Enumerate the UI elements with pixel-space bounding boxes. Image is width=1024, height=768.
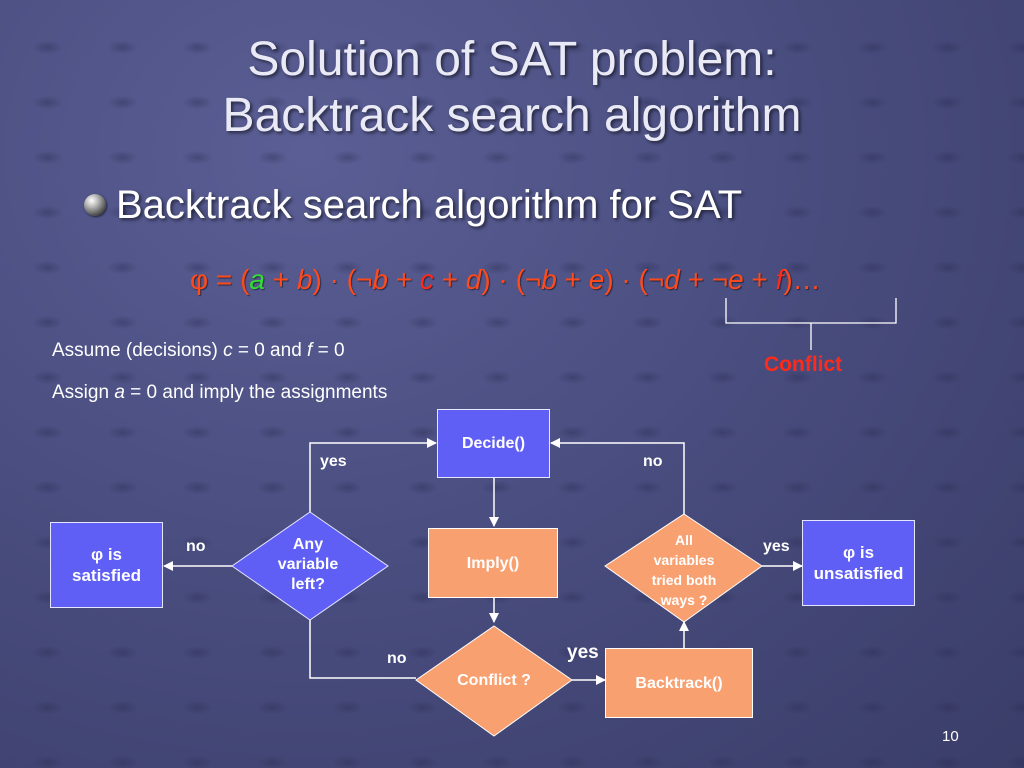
assume-part: Assume (decisions): [52, 340, 224, 361]
formula-part: +: [264, 264, 297, 295]
assume-part: = 0: [312, 340, 345, 361]
all-variables-line-1: All: [675, 532, 693, 548]
conflict-question-label: Conflict ?: [457, 672, 531, 689]
formula-var-a: a: [249, 264, 265, 295]
all-variables-line-2: variables: [653, 552, 715, 568]
formula-var-f: f: [775, 264, 784, 295]
assume-text: Assume (decisions) c = 0 and f = 0: [52, 340, 345, 362]
formula-part: +: [433, 264, 466, 295]
formula-part: φ = (: [190, 264, 250, 295]
backtrack-node: Backtrack(): [605, 648, 753, 718]
page-number: 10: [942, 728, 959, 745]
formula-var-b: b: [541, 264, 557, 295]
bullet-sphere-icon: [84, 194, 106, 216]
any-variable-line-1: Any: [292, 536, 324, 553]
assume-part: = 0 and: [232, 340, 308, 361]
formula-var-d: d: [664, 264, 680, 295]
imply-node: Imply(): [428, 528, 558, 598]
assign-var-a: a: [114, 382, 125, 403]
conflict-question-text: Conflict ?: [434, 671, 554, 691]
edge-label-no-conflict: no: [387, 650, 407, 667]
diamond-conflict: [415, 625, 573, 737]
any-variable-text: Any variable left?: [258, 535, 358, 595]
edge-label-no-satisfied: no: [186, 538, 206, 555]
backtrack-node-label: Backtrack(): [635, 674, 723, 692]
formula-part: +: [387, 264, 420, 295]
satisfied-node: φ is satisfied: [50, 522, 163, 608]
satisfied-line-1: φ is: [90, 545, 123, 564]
conflict-bracket: [725, 298, 897, 324]
diamond-all-variables: [604, 513, 763, 623]
diamond-any-variable: [231, 511, 389, 621]
assume-var-f: f: [307, 340, 313, 361]
cnf-formula: φ = (a + b) · (¬b + c + d) · (¬b + e) · …: [190, 263, 821, 297]
conflict-label: Conflict: [764, 353, 843, 376]
bullet-item: Backtrack search algorithm for SAT: [84, 182, 742, 228]
unsatisfied-node: φ is unsatisfied: [802, 520, 915, 606]
formula-part: +: [556, 264, 589, 295]
formula-var-d: d: [465, 264, 482, 295]
edge-conflict-anyvar: [309, 620, 416, 679]
assume-var-c: c: [223, 340, 233, 361]
any-variable-line-3: left?: [291, 576, 325, 593]
assign-part: = 0 and imply the assignments: [124, 382, 388, 403]
formula-part: ) · (¬: [604, 264, 665, 295]
formula-part: )…: [783, 264, 821, 295]
formula-part: +: [743, 264, 776, 295]
formula-var-e: e: [728, 264, 744, 295]
all-variables-line-4: ways ?: [660, 592, 708, 608]
assign-text: Assign a = 0 and imply the assignments: [52, 382, 387, 404]
title-line-1: Solution of SAT problem:: [247, 33, 777, 86]
any-variable-line-2: variable: [277, 556, 339, 573]
edge-anyvar-decide: [309, 438, 437, 512]
formula-part: ) · (¬: [481, 264, 542, 295]
decide-node-label: Decide(): [461, 435, 526, 452]
imply-node-label: Imply(): [466, 554, 520, 572]
assign-part: Assign: [52, 382, 115, 403]
edge-label-yes-conflict: yes: [567, 642, 599, 663]
all-variables-text: All variables tried both ways ?: [634, 530, 734, 610]
bullet-text: Backtrack search algorithm for SAT: [116, 183, 743, 227]
edge-label-yes-anyvar: yes: [320, 453, 347, 470]
unsatisfied-line-2: unsatisfied: [813, 564, 904, 583]
formula-part: + ¬: [679, 264, 729, 295]
edge-label-yes-unsatisfied: yes: [763, 538, 790, 555]
satisfied-line-2: satisfied: [72, 566, 141, 585]
slide-title: Solution of SAT problem: Backtrack searc…: [0, 32, 1024, 144]
all-variables-line-3: tried both: [651, 572, 717, 588]
formula-var-b: b: [296, 264, 313, 295]
decide-node: Decide(): [437, 409, 550, 478]
edge-label-no-allvars: no: [643, 453, 663, 470]
formula-var-c: c: [419, 264, 434, 295]
title-line-2: Backtrack search algorithm: [222, 89, 802, 142]
formula-part: ) · (¬: [312, 264, 373, 295]
unsatisfied-line-1: φ is: [842, 543, 875, 562]
formula-var-e: e: [588, 264, 605, 295]
formula-var-b: b: [372, 264, 388, 295]
edge-allvars-decide: [550, 438, 685, 524]
